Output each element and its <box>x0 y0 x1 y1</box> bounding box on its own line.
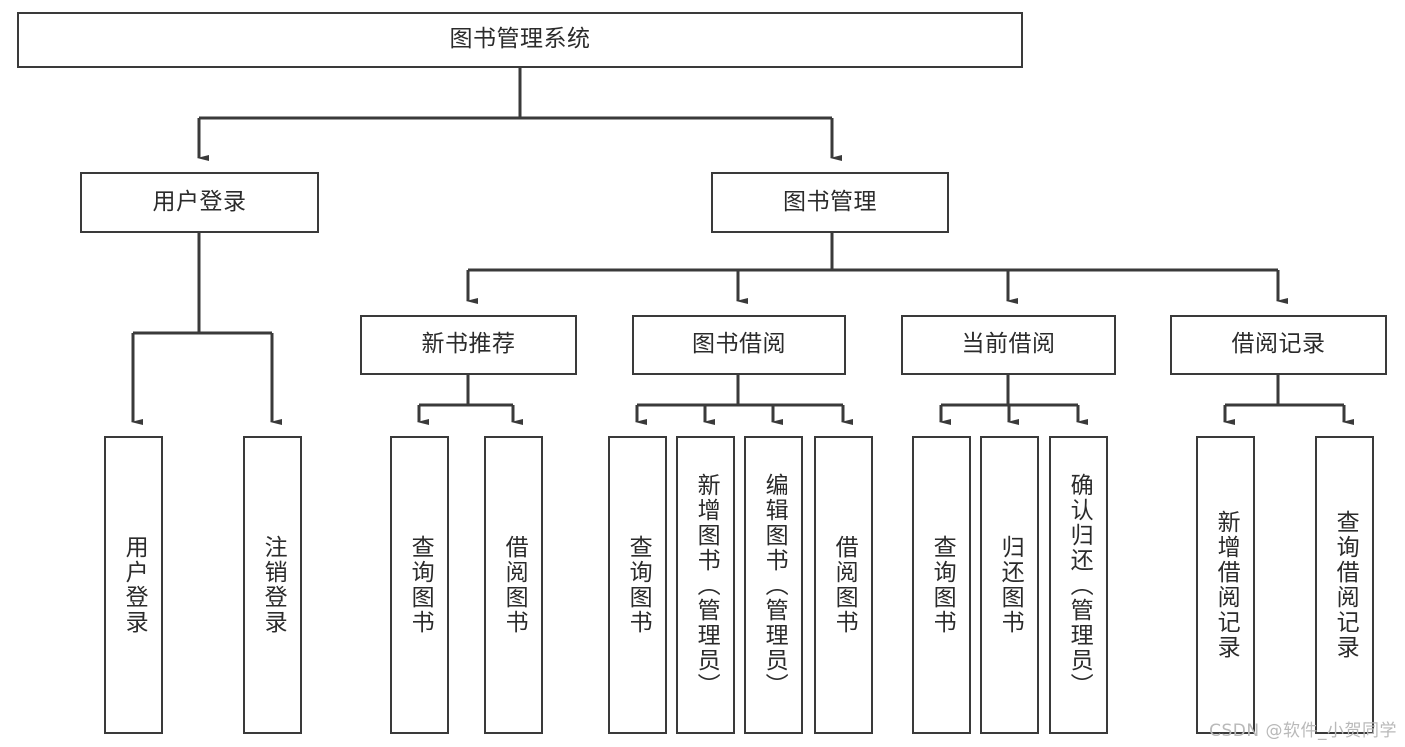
leaf-user-login-signin-label: 用户登录 <box>121 535 148 635</box>
leaf-current-confirm-return-label: 确认归还（管理员） <box>1066 472 1093 698</box>
node-book-borrow[interactable]: 图书借阅 <box>632 315 846 375</box>
leaf-new-book-borrow[interactable]: 借阅图书 <box>484 436 543 734</box>
leaf-current-return-book-label: 归还图书 <box>997 535 1024 635</box>
node-book-management[interactable]: 图书管理 <box>711 172 949 233</box>
leaf-borrow-query-book-label: 查询图书 <box>625 535 652 635</box>
leaf-current-return-book[interactable]: 归还图书 <box>980 436 1039 734</box>
node-user-login[interactable]: 用户登录 <box>80 172 319 233</box>
leaf-current-query-book[interactable]: 查询图书 <box>912 436 971 734</box>
leaf-record-query-label: 查询借阅记录 <box>1332 510 1359 660</box>
node-current-borrow-label: 当前借阅 <box>961 331 1056 358</box>
leaf-new-book-borrow-label: 借阅图书 <box>501 535 528 635</box>
leaf-current-query-book-label: 查询图书 <box>929 535 956 635</box>
leaf-borrow-borrow-book-label: 借阅图书 <box>831 535 858 635</box>
leaf-record-query[interactable]: 查询借阅记录 <box>1315 436 1374 734</box>
node-borrow-record-label: 借阅记录 <box>1231 331 1326 358</box>
node-current-borrow[interactable]: 当前借阅 <box>901 315 1116 375</box>
node-root-label: 图书管理系统 <box>449 26 591 53</box>
leaf-user-login-signout-label: 注销登录 <box>260 535 287 635</box>
leaf-new-book-query-label: 查询图书 <box>407 535 434 635</box>
leaf-record-add[interactable]: 新增借阅记录 <box>1196 436 1255 734</box>
leaf-new-book-query[interactable]: 查询图书 <box>390 436 449 734</box>
watermark: CSDN @软件_小贺同学 <box>1209 721 1397 741</box>
node-new-book-recommend-label: 新书推荐 <box>421 331 516 358</box>
leaf-user-login-signin[interactable]: 用户登录 <box>104 436 163 734</box>
node-book-borrow-label: 图书借阅 <box>692 331 786 358</box>
leaf-borrow-add-book-label: 新增图书（管理员） <box>693 472 720 698</box>
node-user-login-label: 用户登录 <box>152 188 247 215</box>
node-root[interactable]: 图书管理系统 <box>17 12 1023 68</box>
node-book-management-label: 图书管理 <box>783 188 877 215</box>
leaf-borrow-edit-book[interactable]: 编辑图书（管理员） <box>744 436 803 734</box>
leaf-borrow-query-book[interactable]: 查询图书 <box>608 436 667 734</box>
leaf-borrow-edit-book-label: 编辑图书（管理员） <box>761 472 788 698</box>
leaf-current-confirm-return[interactable]: 确认归还（管理员） <box>1049 436 1108 734</box>
leaf-user-login-signout[interactable]: 注销登录 <box>243 436 302 734</box>
leaf-borrow-add-book[interactable]: 新增图书（管理员） <box>676 436 735 734</box>
leaf-borrow-borrow-book[interactable]: 借阅图书 <box>814 436 873 734</box>
node-borrow-record[interactable]: 借阅记录 <box>1170 315 1387 375</box>
node-new-book-recommend[interactable]: 新书推荐 <box>360 315 577 375</box>
leaf-record-add-label: 新增借阅记录 <box>1213 510 1240 660</box>
